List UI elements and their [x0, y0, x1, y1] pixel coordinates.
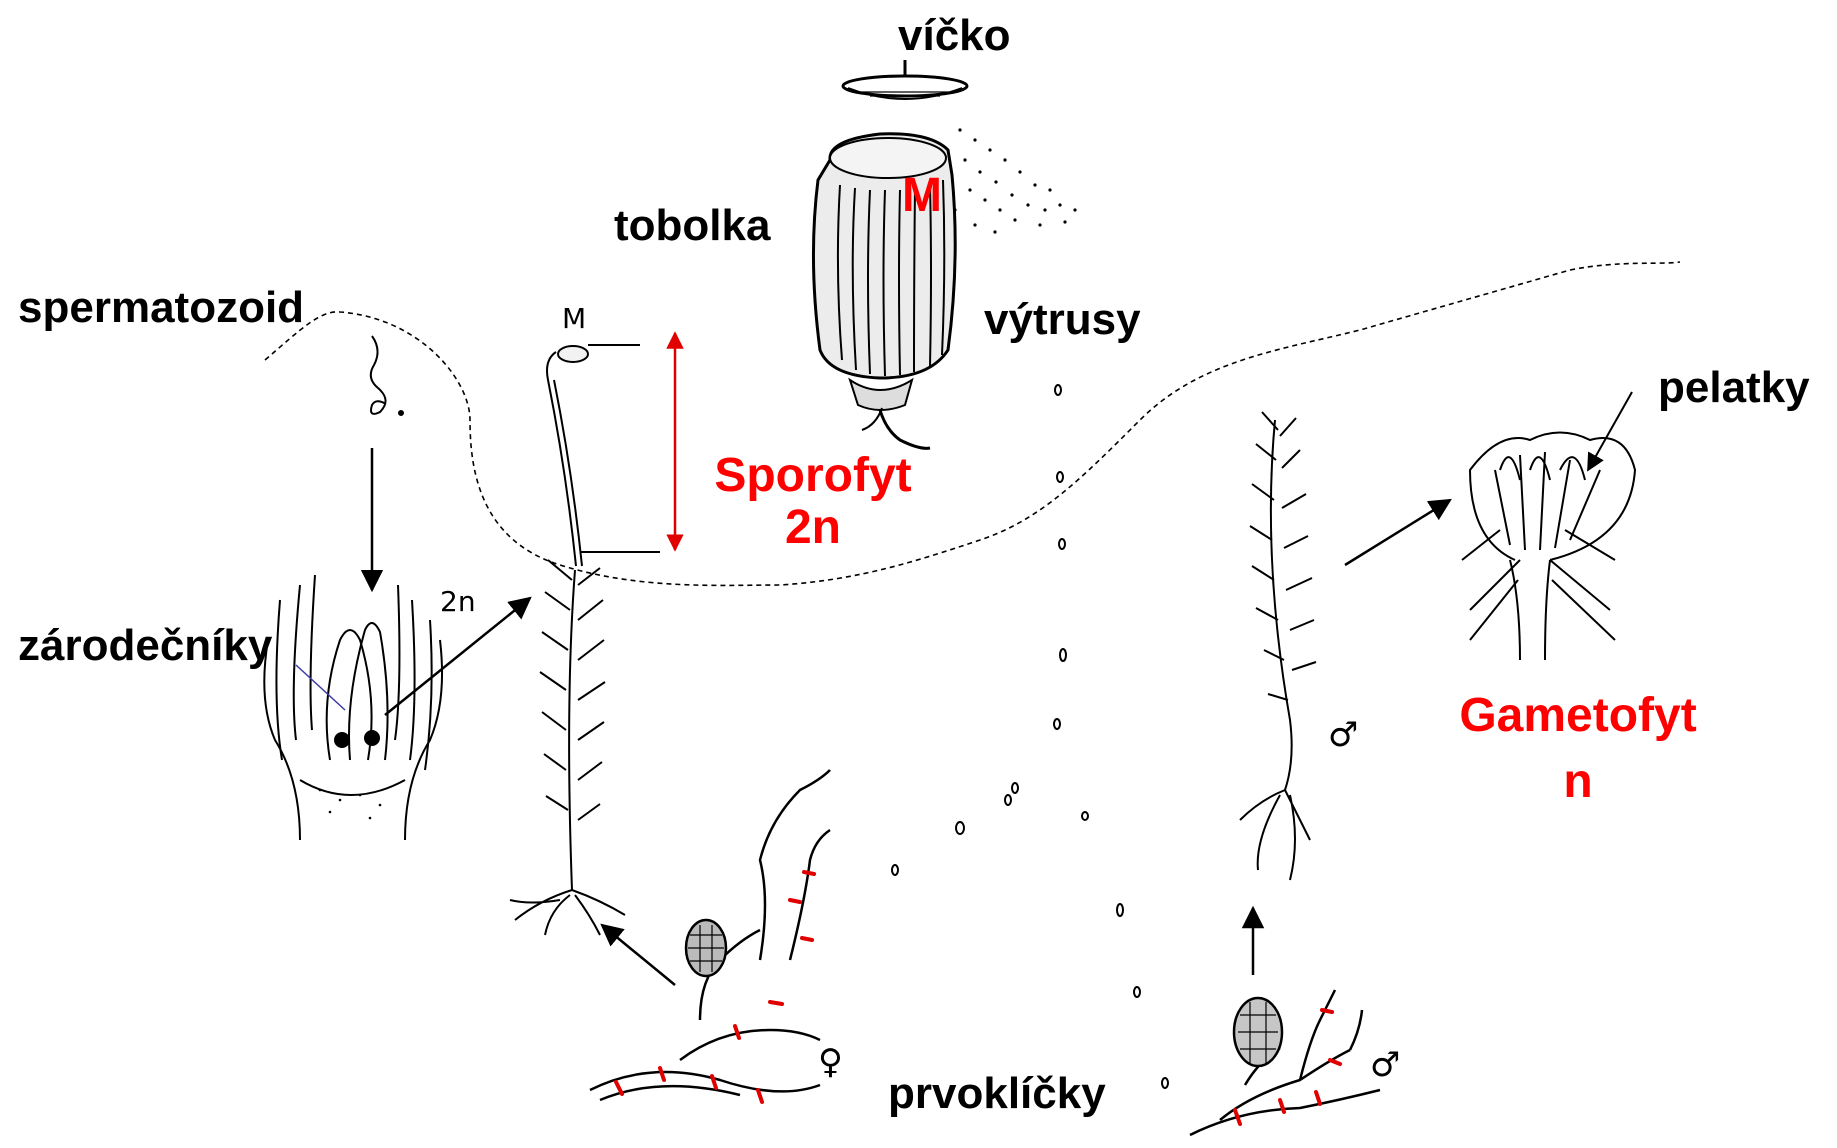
label-tobolka: tobolka	[614, 204, 770, 248]
label-gametofyt: Gametofyt	[1448, 692, 1708, 740]
female-symbol: ♀	[818, 1045, 843, 1079]
archegonia-icon	[264, 575, 442, 840]
protonema-icon	[590, 770, 830, 1100]
protonema-red-cells	[616, 872, 814, 1102]
label-small-capsule-mark: M	[562, 305, 586, 333]
arrow-male-shoot-to-antheridia	[1345, 500, 1450, 565]
label-vytrusy: výtrusy	[984, 298, 1141, 342]
label-capsule-mark: M	[902, 172, 942, 220]
boundary-dashed-line	[265, 262, 1680, 585]
leader-zarodecniky	[296, 665, 345, 710]
label-sporofyt: Sporofyt	[708, 452, 918, 500]
spore-cloud	[953, 128, 1076, 233]
male-symbol-shoot: ♂	[1328, 718, 1358, 752]
arrow-protonema-to-female-shoot	[602, 925, 675, 985]
label-zygote-ploidy: 2n	[440, 588, 476, 616]
label-vicko: víčko	[898, 14, 1011, 58]
label-pelatky: pelatky	[1658, 366, 1810, 410]
label-sporofyt-ploidy: 2n	[708, 504, 918, 552]
male-symbol-protonema: ♂	[1370, 1048, 1400, 1082]
spore-icon	[892, 385, 1168, 1088]
label-gametofyt-ploidy: n	[1448, 758, 1708, 806]
moss-shoot-icon	[510, 560, 625, 935]
spermatozoid-icon	[371, 336, 403, 415]
capsule-lid-icon	[843, 60, 967, 99]
leader-pelatky	[1588, 392, 1632, 470]
label-spermatozoid: spermatozoid	[18, 286, 304, 330]
label-prvoklicky: prvoklíčky	[888, 1072, 1106, 1116]
antheridia-icon	[1462, 433, 1635, 661]
label-zarodecniky: zárodečníky	[18, 624, 272, 668]
sporophyte-icon	[547, 345, 660, 566]
male-shoot-icon	[1240, 412, 1316, 880]
